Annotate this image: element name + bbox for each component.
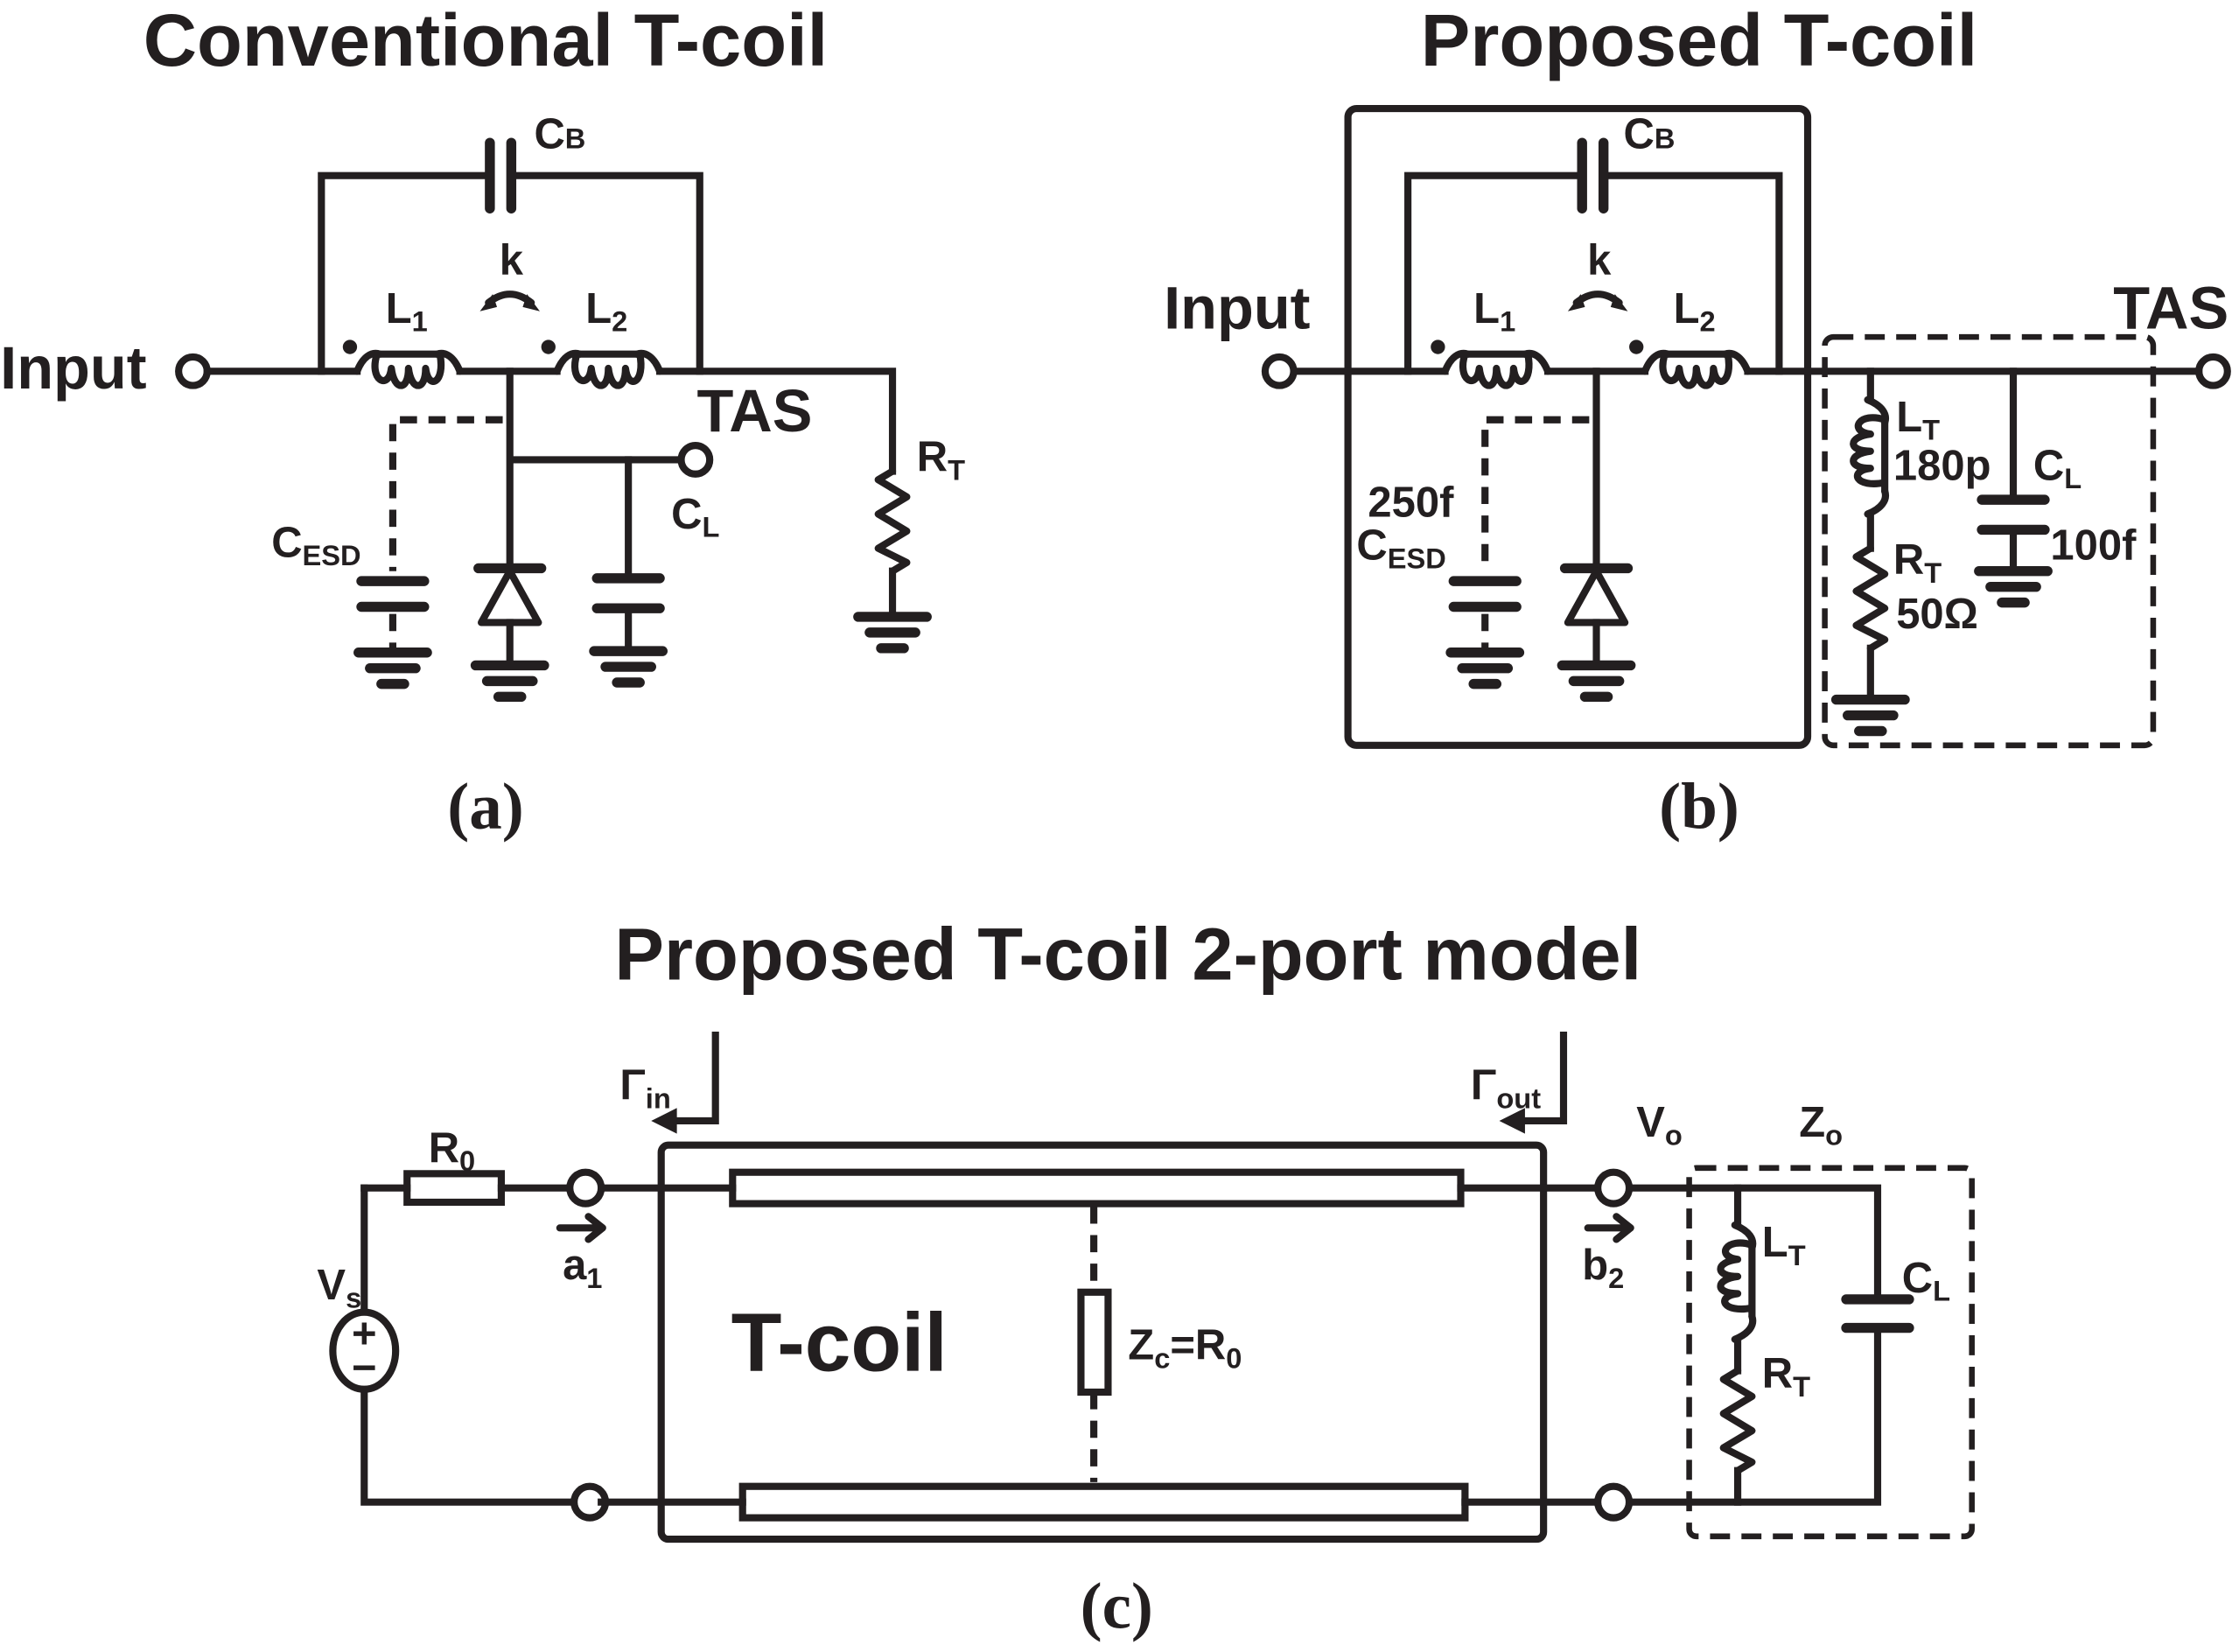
load-dashed-box	[1822, 333, 2157, 749]
inductor-l2-b	[1645, 354, 1747, 386]
panel-a: Conventional T-coil Input CB k L1 L2 TAS…	[0, 0, 965, 843]
cesd-dashed-link	[388, 416, 503, 571]
tas-terminal-b	[2195, 353, 2231, 389]
voltage-source-vs	[329, 1308, 400, 1393]
inductor-l1	[357, 354, 459, 386]
b2-arrow-icon	[1584, 1213, 1634, 1243]
svg-text:Γout: Γout	[1471, 1061, 1541, 1114]
tas-label: TAS	[696, 377, 812, 444]
svg-text:CL: CL	[1902, 1255, 1950, 1307]
tas-label-b: TAS	[2113, 274, 2229, 341]
input-terminal-b	[1261, 353, 1298, 389]
svg-text:b2: b2	[1582, 1242, 1624, 1294]
svg-text:CB: CB	[1624, 111, 1676, 158]
a1-arrow-icon	[556, 1213, 606, 1243]
svg-text:CL: CL	[2033, 442, 2082, 494]
t-coil-box	[1344, 104, 1812, 749]
svg-text:LT: LT	[1762, 1219, 1806, 1271]
svg-text:R0: R0	[429, 1124, 475, 1177]
caption-b: (b)	[1659, 770, 1739, 843]
label-rt: RT	[917, 433, 965, 486]
svg-text:L2: L2	[1674, 285, 1716, 338]
label-l1: L1	[386, 285, 428, 338]
load-zo-dashed-box	[1686, 1165, 1975, 1540]
label-zc: Zc=R0	[1128, 1321, 1242, 1374]
resistor-rt-c	[1724, 1371, 1753, 1471]
value-cesd: 250f	[1368, 480, 1454, 527]
port2-top-terminal	[1594, 1168, 1634, 1208]
gamma-out-indicator	[1515, 1031, 1568, 1125]
inductor-lt-b	[1853, 400, 1886, 514]
svg-text:L1: L1	[1473, 285, 1515, 338]
impedance-zc	[1077, 1288, 1112, 1396]
label-cb: CB	[534, 111, 585, 158]
svg-text:Vo: Vo	[1636, 1099, 1683, 1152]
caption-a: (a)	[447, 770, 524, 843]
transmission-line-top	[729, 1168, 1465, 1208]
panel-c: Proposed T-coil 2-port model R0 + − Vs a…	[317, 912, 1975, 1642]
resistor-rt-b	[1857, 549, 1886, 648]
resistor-r0	[403, 1170, 506, 1207]
svg-text:LT: LT	[1896, 394, 1940, 446]
svg-text:Γin: Γin	[619, 1061, 670, 1114]
inductor-l1-b	[1445, 354, 1548, 386]
tas-terminal	[677, 442, 714, 478]
panel-c-title: Proposed T-coil 2-port model	[614, 912, 1641, 995]
t-coil-2port-box	[657, 1141, 1548, 1544]
input-terminal	[175, 353, 211, 389]
gamma-in-indicator	[668, 1031, 719, 1125]
t-coil-block-label: T-coil	[731, 1297, 948, 1390]
svg-text:a1: a1	[563, 1242, 602, 1294]
label-cesd: CESD	[271, 519, 360, 571]
label-cl: CL	[671, 491, 719, 543]
port1-top-terminal	[566, 1168, 605, 1208]
esd-diode	[478, 567, 542, 626]
input-label-b: Input	[1164, 274, 1310, 341]
value-lt: 180p	[1893, 442, 1991, 489]
value-cl: 100f	[2050, 522, 2137, 570]
label-k: k	[500, 236, 524, 284]
svg-text:k: k	[1587, 236, 1612, 284]
esd-diode-b	[1564, 567, 1629, 626]
panel-a-title: Conventional T-coil	[143, 0, 828, 81]
svg-text:Zo: Zo	[1799, 1099, 1843, 1152]
caption-c: (c)	[1081, 1570, 1153, 1642]
svg-text:CESD: CESD	[1356, 522, 1445, 575]
label-l2: L2	[585, 285, 627, 338]
value-rt: 50Ω	[1896, 591, 1978, 638]
panel-b: Proposed T-coil Input TAS CB k L1 L2	[1164, 0, 2231, 843]
panel-b-title: Proposed T-coil	[1421, 0, 1977, 81]
svg-text:+: +	[352, 1310, 377, 1357]
svg-text:−: −	[352, 1345, 377, 1392]
svg-text:Vs: Vs	[317, 1262, 361, 1314]
svg-text:RT: RT	[1893, 536, 1942, 589]
inductor-l2	[557, 354, 660, 386]
svg-text:RT: RT	[1762, 1350, 1810, 1403]
resistor-rt	[878, 471, 907, 570]
input-label: Input	[0, 334, 146, 402]
port2-bottom-terminal	[1594, 1482, 1634, 1522]
inductor-lt-c	[1720, 1225, 1753, 1340]
transmission-line-bottom	[738, 1482, 1469, 1522]
